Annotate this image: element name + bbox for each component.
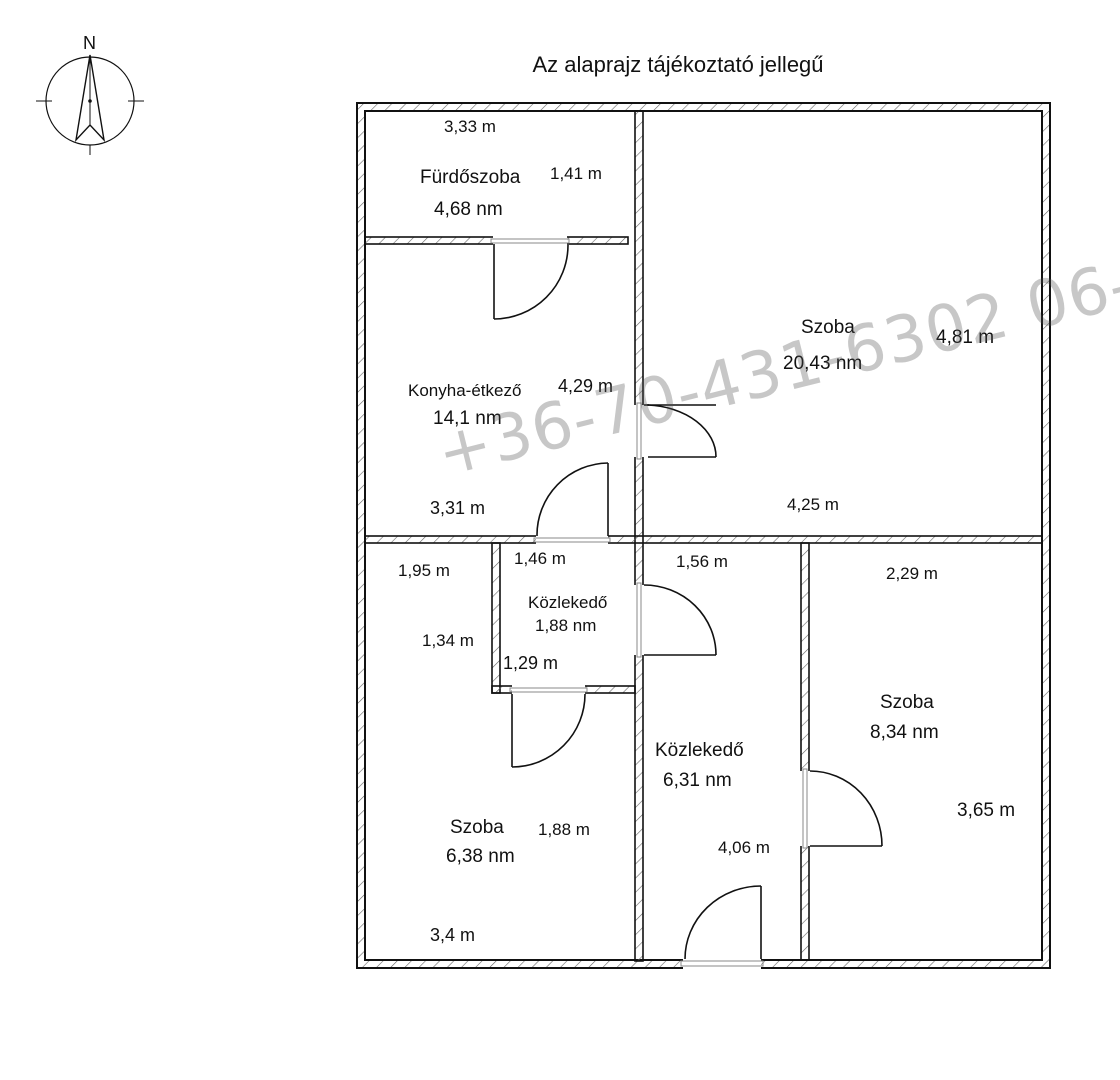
door-room-large-icon [644, 404, 717, 458]
kitchen-area: 14,1 nm [433, 408, 502, 429]
compass-north-label: N [83, 33, 96, 53]
kitchen-width: 3,31 m [430, 498, 486, 518]
door-kitchen-icon [536, 462, 609, 537]
room-large-width: 4,25 m [787, 495, 839, 514]
room-large-height: 4,81 m [936, 327, 995, 348]
hall-small-width: 1,46 m [514, 549, 566, 568]
door-entrance-icon [684, 885, 762, 960]
bathroom-name: Fürdőszoba [420, 167, 521, 188]
room-left-width: 3,4 m [430, 925, 476, 945]
hall-large-name: Közlekedő [655, 740, 744, 761]
room-left-dim-notch: 1,34 m [422, 631, 474, 650]
room-right-name: Szoba [880, 692, 934, 713]
kitchen-height: 4,29 m [558, 376, 614, 396]
bathroom-width: 3,33 m [444, 117, 496, 136]
bathroom-area: 4,68 nm [434, 199, 503, 220]
plan-title: Az alaprajz tájékoztató jellegű [532, 52, 824, 77]
room-left-depth: 1,88 m [538, 820, 590, 839]
room-right-area: 8,34 nm [870, 722, 939, 743]
hall-small-area: 1,88 nm [535, 616, 597, 635]
door-small-room-icon [511, 693, 586, 768]
room-left-area: 6,38 nm [446, 846, 515, 867]
hall-large-width: 1,56 m [676, 552, 728, 571]
room-right-width: 2,29 m [886, 564, 938, 583]
door-hall-icon [643, 584, 717, 656]
door-right-room-icon [809, 770, 883, 847]
room-left-dim-top: 1,95 m [398, 561, 450, 580]
room-large-name: Szoba [801, 317, 855, 338]
door-bathroom-icon [493, 244, 569, 320]
hall-large-height: 4,06 m [718, 838, 770, 857]
hall-small-height: 1,29 m [503, 653, 559, 673]
kitchen-name: Konyha-étkező [408, 381, 522, 400]
outer-wall [356, 102, 1051, 969]
room-left-name: Szoba [450, 817, 504, 838]
hall-small-name: Közlekedő [528, 593, 608, 612]
bathroom-depth: 1,41 m [550, 164, 602, 183]
room-large-area: 20,43 nm [783, 353, 863, 374]
hall-large-area: 6,31 nm [663, 770, 732, 791]
compass-icon [36, 54, 144, 155]
room-right-height: 3,65 m [957, 800, 1016, 821]
